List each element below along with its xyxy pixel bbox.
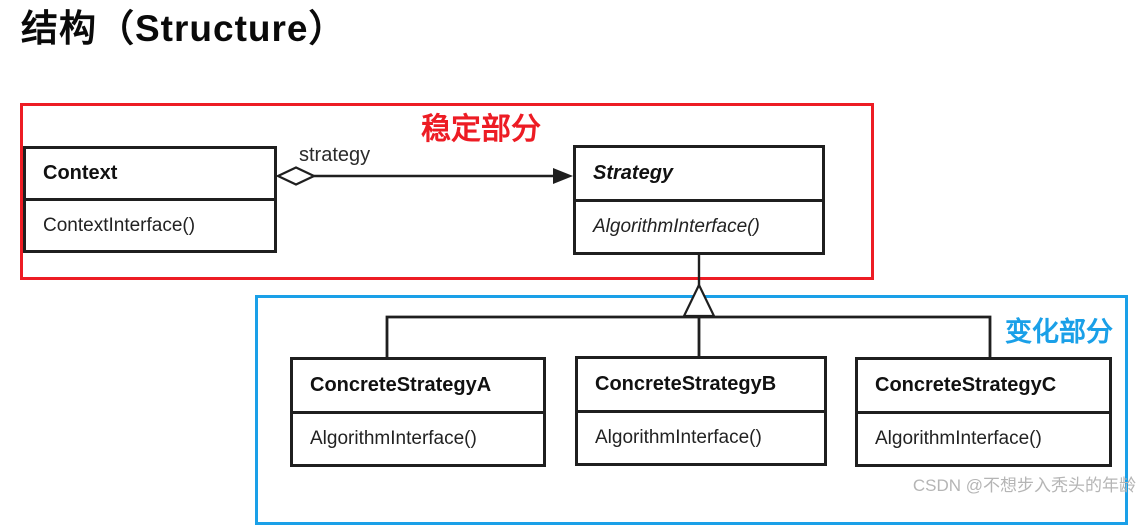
class-method: AlgorithmInterface() xyxy=(593,215,760,237)
class-name: ConcreteStrategyC xyxy=(858,360,1109,414)
page-title: 结构（Structure） xyxy=(21,8,347,49)
class-method: AlgorithmInterface() xyxy=(875,427,1042,449)
strategy-pattern-diagram: 结构（Structure） 稳定部分 变化部分 strategy Context… xyxy=(20,8,1136,525)
class-name: Context xyxy=(26,149,274,201)
class-name: Strategy xyxy=(576,148,822,202)
class-box-concrete-strategy-c: ConcreteStrategyC AlgorithmInterface() xyxy=(855,357,1112,467)
association-role-label: strategy xyxy=(299,144,371,166)
variable-region-label: 变化部分 xyxy=(1005,317,1113,347)
stable-region-label: 稳定部分 xyxy=(421,113,541,146)
class-box-strategy: Strategy AlgorithmInterface() xyxy=(573,145,825,255)
csdn-watermark: CSDN @不想步入秃头的年龄 xyxy=(912,476,1136,495)
class-name: ConcreteStrategyA xyxy=(293,360,543,414)
class-box-concrete-strategy-b: ConcreteStrategyB AlgorithmInterface() xyxy=(575,356,827,466)
class-box-context: Context ContextInterface() xyxy=(23,146,277,253)
class-method: AlgorithmInterface() xyxy=(595,426,762,448)
class-name: ConcreteStrategyB xyxy=(578,359,824,413)
class-box-concrete-strategy-a: ConcreteStrategyA AlgorithmInterface() xyxy=(290,357,546,467)
class-method: ContextInterface() xyxy=(43,214,196,236)
class-method: AlgorithmInterface() xyxy=(310,427,477,449)
stable-region-frame xyxy=(20,103,874,280)
